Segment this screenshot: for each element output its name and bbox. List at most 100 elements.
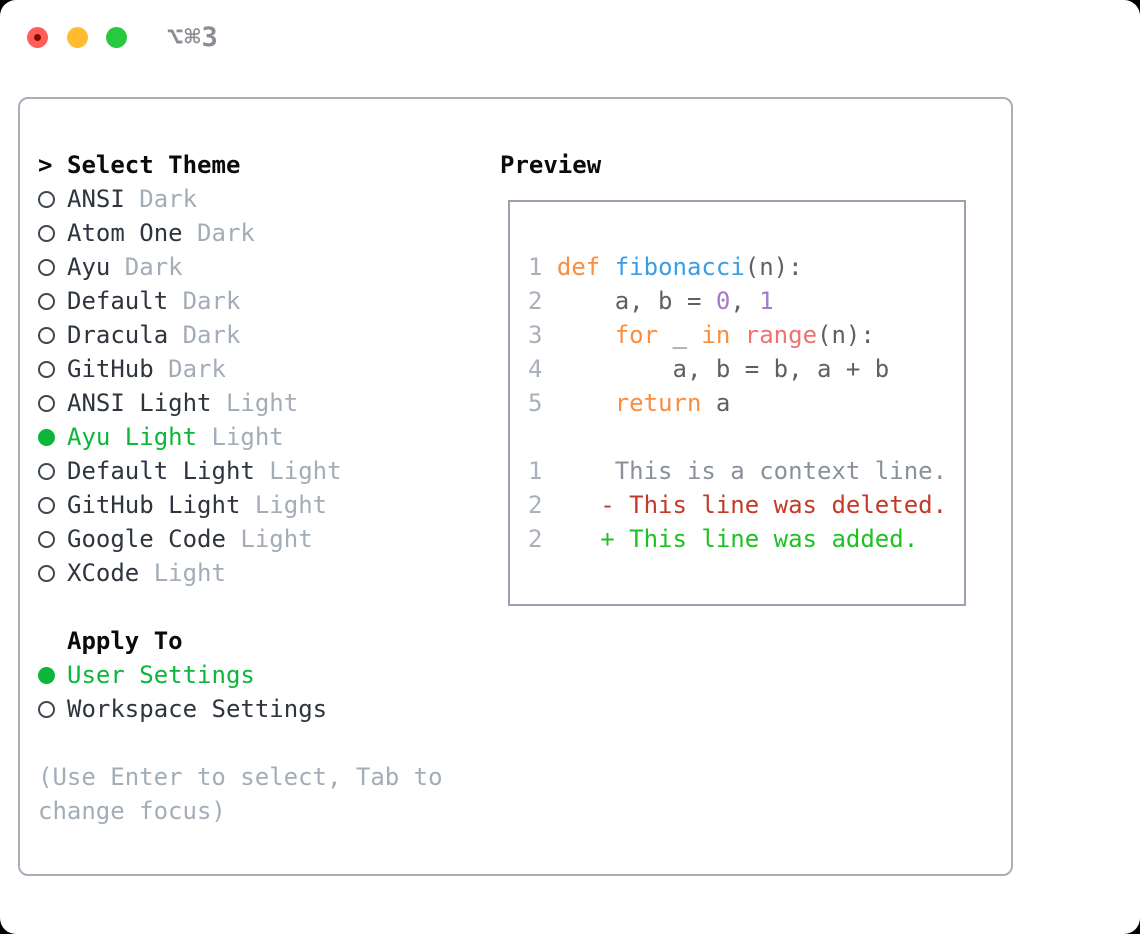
theme-option-atom-one-dark[interactable]: Atom One Dark (38, 216, 342, 250)
option-label: Ayu (67, 253, 111, 281)
minimize-icon[interactable] (67, 27, 88, 48)
apply-to-title: Apply To (67, 627, 183, 655)
code-segment (557, 321, 615, 349)
option-variant-label: Dark (124, 185, 198, 213)
preview-title: Preview (500, 151, 602, 179)
theme-option-xcode-light[interactable]: XCode Light (38, 556, 342, 590)
code-line (528, 420, 947, 454)
code-segment: + This line was added. (556, 525, 919, 553)
radio-icon (38, 190, 67, 208)
line-number: 3 (528, 321, 557, 349)
radio-icon (38, 292, 67, 310)
theme-option-ansi-dark[interactable]: ANSI Dark (38, 182, 342, 216)
option-label: Default (67, 287, 169, 315)
code-segment: for (614, 321, 659, 349)
theme-option-ayu-dark[interactable]: Ayu Dark (38, 250, 342, 284)
theme-list-header: > Select Theme (38, 148, 342, 182)
option-variant-label: Light (225, 525, 313, 553)
option-label: Default Light (67, 457, 255, 485)
code-line: 3 for _ in range(n): (528, 318, 947, 352)
code-segment: 0 (715, 287, 731, 315)
apply-to-header: Apply To (38, 624, 327, 658)
code-segment: range (744, 321, 818, 349)
apply-option-workspace-settings[interactable]: Workspace Settings (38, 692, 327, 726)
code-segment: (n): (744, 253, 803, 281)
radio-icon (38, 360, 67, 378)
line-number: 4 (528, 355, 557, 383)
line-number: 5 (528, 389, 557, 417)
code-segment: , (730, 287, 760, 315)
code-segment (730, 321, 744, 349)
line-number: 1 (528, 253, 557, 281)
option-variant-label: Light (211, 389, 299, 417)
code-segment: - This line was deleted. (556, 491, 948, 519)
theme-option-default-light-light[interactable]: Default Light Light (38, 454, 342, 488)
option-label: ANSI Light (67, 389, 212, 417)
main-panel (18, 97, 1013, 876)
code-line: 2 + This line was added. (528, 522, 947, 556)
close-icon[interactable] (27, 27, 48, 48)
radio-icon (38, 258, 67, 276)
selected-radio-icon (38, 666, 67, 684)
theme-option-default-dark[interactable]: Default Dark (38, 284, 342, 318)
apply-option-user-settings[interactable]: User Settings (38, 658, 327, 692)
option-variant-label: Light (240, 491, 328, 519)
code-segment: _ (658, 321, 702, 349)
code-segment: (n): (817, 321, 875, 349)
code-line: 4 a, b = b, a + b (528, 352, 947, 386)
selected-radio-icon (38, 428, 67, 446)
theme-option-google-code-light[interactable]: Google Code Light (38, 522, 342, 556)
line-number: 2 (528, 491, 557, 519)
option-label: Atom One (67, 219, 183, 247)
theme-option-ansi-light-light[interactable]: ANSI Light Light (38, 386, 342, 420)
radio-icon (38, 530, 67, 548)
radio-icon (38, 224, 67, 242)
theme-option-ayu-light-light[interactable]: Ayu Light Light (38, 420, 342, 454)
option-label: ANSI (67, 185, 125, 213)
radio-icon (38, 700, 67, 718)
line-number: 1 (528, 457, 557, 485)
option-variant-label: Light (197, 423, 284, 451)
option-variant-label: Light (254, 457, 342, 485)
code-segment: a (701, 389, 731, 417)
code-segment: a, b = b, a + b (556, 355, 890, 383)
zoom-icon[interactable] (106, 27, 127, 48)
option-variant-label: Dark (182, 219, 255, 247)
theme-option-github-dark[interactable]: GitHub Dark (38, 352, 342, 386)
radio-icon (38, 496, 67, 514)
window-title: ⌥⌘3 (167, 22, 219, 53)
radio-icon (38, 326, 67, 344)
code-line: 1 def fibonacci(n): (528, 250, 947, 284)
option-label: Workspace Settings (67, 695, 328, 723)
code-segment: a, b = (556, 287, 716, 315)
option-label: GitHub Light (67, 491, 241, 519)
focus-caret-icon: > (38, 151, 53, 179)
theme-option-github-light-light[interactable]: GitHub Light Light (38, 488, 342, 522)
option-label: Dracula (67, 321, 169, 349)
radio-icon (38, 394, 67, 412)
title-bar: ⌥⌘3 (0, 0, 1140, 70)
code-segment: fibonacci (614, 253, 745, 281)
option-variant-label: Dark (110, 253, 183, 281)
code-segment (600, 253, 614, 281)
theme-list-title: Select Theme (67, 151, 241, 179)
code-line: 2 - This line was deleted. (528, 488, 947, 522)
option-label: User Settings (67, 661, 255, 689)
option-label: GitHub (67, 355, 154, 383)
keyboard-hint: (Use Enter to select, Tab to change focu… (38, 763, 443, 825)
option-label: XCode (67, 559, 140, 587)
code-segment: def (556, 253, 601, 281)
code-segment: return (614, 389, 702, 417)
line-number: 2 (528, 287, 557, 315)
code-line: 1 This is a context line. (528, 454, 947, 488)
code-line: 5 return a (528, 386, 947, 420)
code-segment (557, 389, 615, 417)
option-variant-label: Dark (153, 355, 226, 383)
theme-option-dracula-dark[interactable]: Dracula Dark (38, 318, 342, 352)
option-label: Ayu Light (67, 423, 198, 451)
